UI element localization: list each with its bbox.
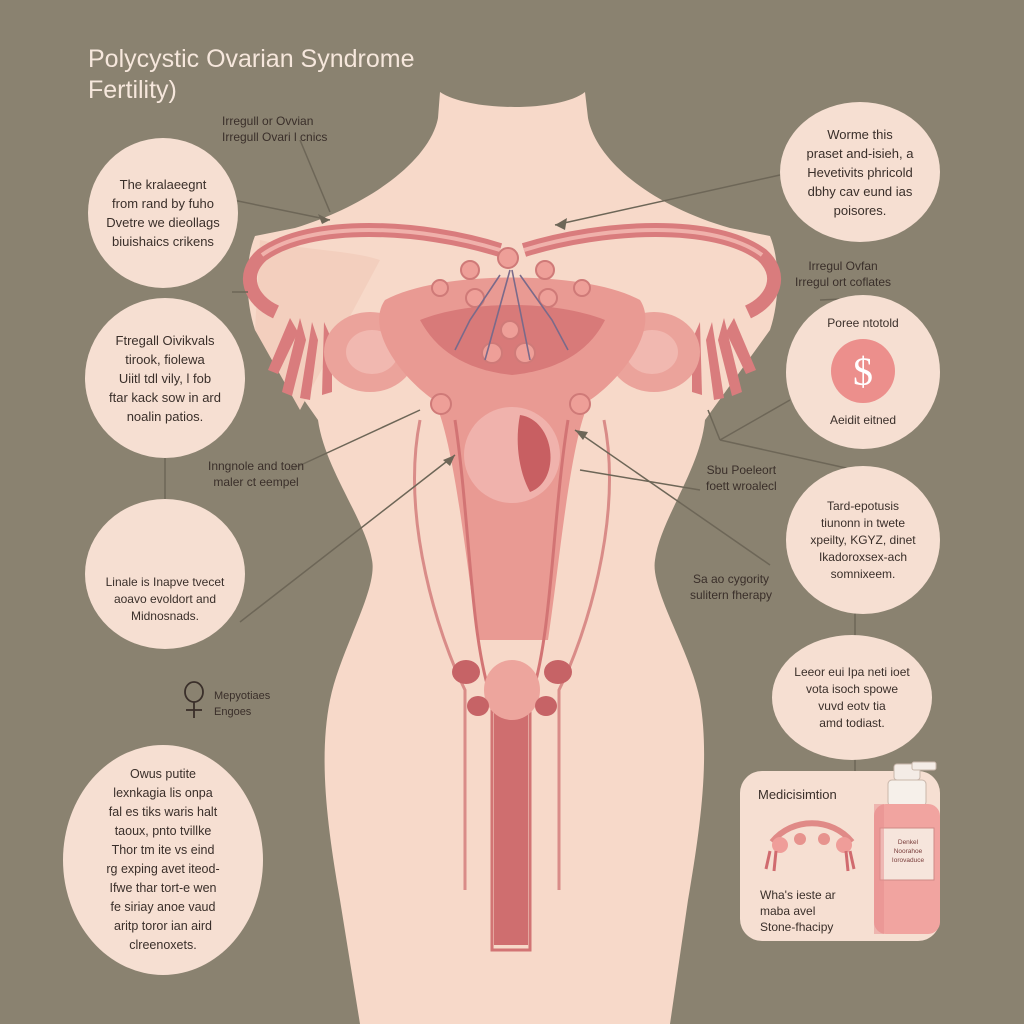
info-bubble-dollar-bottom: Aeidit eitned — [829, 413, 897, 427]
dollar-icon: $ — [831, 339, 895, 403]
info-bubble-lower-right: Leeor eui Ipa neti ioet vota isoch spowe… — [772, 635, 932, 760]
info-bubble-top-left: The kralaeegnt from rand by fuho Dvetre … — [88, 138, 238, 288]
medication-text: Wha's ieste ar maba avel Stone-fhacipy — [760, 888, 836, 934]
ovarian-cysts — [430, 247, 591, 415]
female-symbol-icon — [184, 681, 204, 718]
info-bubble-top-right-text: Worme this praset and-isieh, a Hevetivit… — [806, 126, 914, 218]
info-bubble-mid-left: Ftregall Oivikvals tirook, fiolewa Uiitl… — [85, 298, 245, 458]
mini-reproductive-diagram — [764, 820, 856, 872]
info-bubble-lower-left-text: Linale is Inapve tvecet aoavo evoldort a… — [105, 575, 225, 623]
fimbriae-left — [268, 318, 332, 400]
info-bubble-lower-left: Linale is Inapve tvecet aoavo evoldort a… — [85, 499, 245, 649]
torso-shadow — [255, 240, 380, 410]
page-title: Polycystic Ovarian Syndrome Fertility) — [88, 44, 415, 106]
info-bubble-mid-left-text: Ftregall Oivikvals tirook, fiolewa Uiitl… — [109, 332, 221, 424]
label-right-lower: Sa ao cygority sulitern fherapy — [690, 572, 773, 602]
label-middle-left: Inngnole and toen maler ct eempel — [208, 459, 305, 489]
label-middle-right: Sbu Poeleort foett wroalecl — [706, 463, 777, 493]
label-top-center: Irregull or Ovvian Irregull Ovari l cnic… — [222, 114, 328, 144]
uterine-cavity — [420, 305, 605, 375]
blood-vessels — [454, 269, 569, 361]
info-bubble-top-right: Worme this praset and-isieh, a Hevetivit… — [780, 102, 940, 242]
label-left-lower: Mepyotiaes Engoes — [214, 690, 271, 718]
medication-bottle-icon — [874, 761, 940, 934]
title-line-1: Polycystic Ovarian Syndrome — [88, 45, 415, 73]
info-bubble-top-left-text: The kralaeegnt from rand by fuho Dvetre … — [106, 177, 220, 249]
info-bubble-mid-right: Tard-epotusis tiunonn in twete xpeilty, … — [786, 466, 940, 614]
cervix — [484, 660, 540, 720]
connector-arrowheads — [318, 214, 588, 466]
label-right-upper: Irregul Ovfan Irregul ort coflates — [795, 259, 892, 289]
title-line-2: Fertility) — [88, 76, 177, 104]
info-bubble-mid-right-text: Tard-epotusis tiunonn in twete xpeilty, … — [810, 498, 916, 581]
info-bubble-dollar: Poree ntotold $ Aeidit eitned — [786, 295, 940, 449]
bottle-label-text: Denkel Noorahoe Iorovaduce — [891, 839, 925, 864]
info-bubble-bottom-left: Owus putite lexnkagia lis onpa fal es ti… — [63, 745, 263, 975]
vaginal-canal — [453, 419, 570, 952]
info-bubble-bottom-left-text: Owus putite lexnkagia lis onpa fal es ti… — [106, 767, 220, 952]
info-bubble-lower-right-text: Leeor eui Ipa neti ioet vota isoch spowe… — [794, 664, 910, 730]
cervix-canal — [494, 705, 528, 945]
medication-title: Medicisimtion — [758, 787, 837, 802]
info-bubble-dollar-top: Poree ntotold — [827, 316, 899, 330]
